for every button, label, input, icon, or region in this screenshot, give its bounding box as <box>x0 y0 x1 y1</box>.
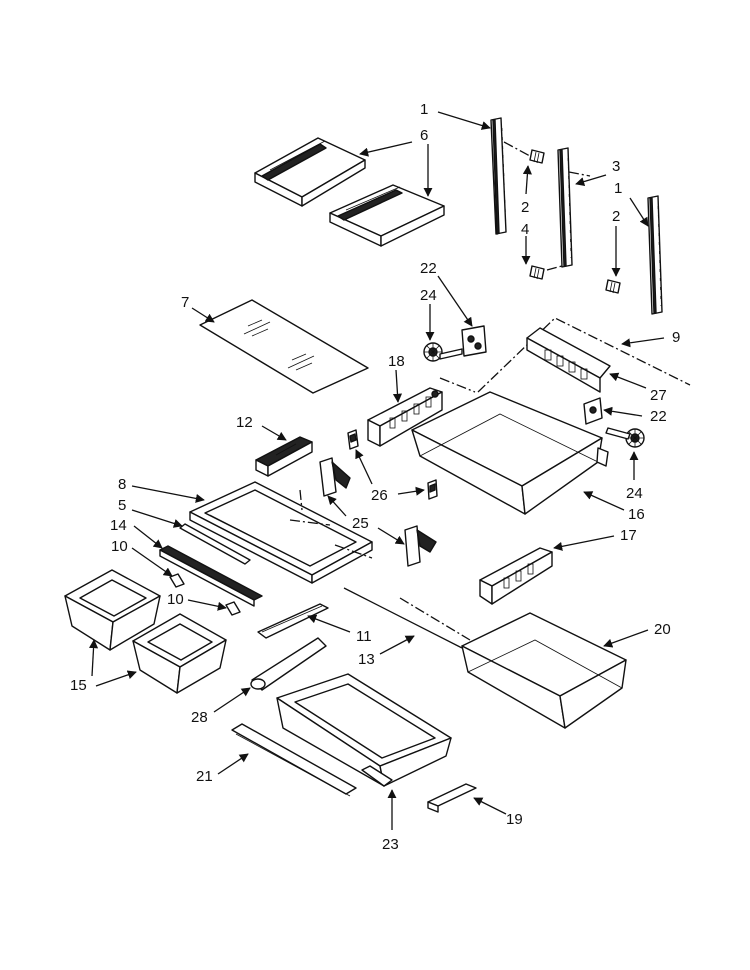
callout-7: 7 <box>181 294 189 311</box>
wire-basket-lower <box>461 612 627 729</box>
callout-23: 23 <box>382 836 399 853</box>
small-bracket <box>427 783 477 813</box>
gear-left <box>423 342 463 362</box>
callout-2-right: 2 <box>612 208 620 225</box>
callout-14: 14 <box>110 517 127 534</box>
callout-15: 15 <box>70 677 87 694</box>
shelf-ladder-middle <box>557 147 573 268</box>
callout-1-top: 1 <box>420 101 428 118</box>
shelf-ladder-left <box>490 117 507 235</box>
callout-labels: 1 6 3 1 2 4 2 22 24 7 18 9 27 22 12 24 2… <box>70 101 680 853</box>
callout-25: 25 <box>352 515 369 532</box>
crisper-pan-left <box>64 569 161 651</box>
screw-mid <box>529 265 545 280</box>
screw-upper <box>529 149 545 164</box>
callout-21: 21 <box>196 768 213 785</box>
wire-basket-upper <box>411 391 609 515</box>
pan-cover-frame <box>189 481 373 584</box>
slide-rod <box>343 587 463 649</box>
shelf-upper <box>254 137 366 207</box>
callout-12: 12 <box>236 414 253 431</box>
clip-upper <box>347 429 359 450</box>
callout-6: 6 <box>420 127 428 144</box>
callout-8: 8 <box>118 476 126 493</box>
leader-lines <box>89 111 665 830</box>
callout-27: 27 <box>650 387 667 404</box>
callout-3: 3 <box>612 158 620 175</box>
clip-lower <box>427 479 438 500</box>
callout-16: 16 <box>628 506 645 523</box>
roller-rail <box>250 637 327 691</box>
callout-28: 28 <box>191 709 208 726</box>
drawer-trim <box>231 723 357 797</box>
front-trim <box>159 545 263 607</box>
callout-1-right: 1 <box>614 180 622 197</box>
callout-18: 18 <box>388 353 405 370</box>
support-upper <box>319 457 351 497</box>
shelf-ladder-right <box>647 195 663 315</box>
callout-4: 4 <box>521 221 529 238</box>
screw-right <box>605 279 621 294</box>
support-lower <box>404 525 437 567</box>
callout-24-right: 24 <box>626 485 643 502</box>
callout-24-left: 24 <box>420 287 437 304</box>
cover-rail <box>255 436 313 477</box>
divider-left <box>367 387 443 447</box>
shelf-lower <box>329 184 445 247</box>
callout-22-right: 22 <box>650 408 667 425</box>
callout-17: 17 <box>620 527 637 544</box>
hinge-right <box>225 601 241 616</box>
callout-22-left: 22 <box>420 260 437 277</box>
callout-2-upper: 2 <box>521 199 529 216</box>
divider-upper <box>526 327 611 393</box>
callout-11: 11 <box>356 628 372 645</box>
bottom-drawer <box>276 673 452 787</box>
callout-13: 13 <box>358 651 375 668</box>
bracket-left <box>461 325 487 357</box>
crisper-pan-right <box>132 613 227 694</box>
bracket-right <box>583 397 603 425</box>
callout-19: 19 <box>506 811 523 828</box>
cover-rail-5 <box>179 523 251 565</box>
glass-shelf <box>199 299 369 394</box>
callout-10-left: 10 <box>111 538 128 555</box>
divider-lower <box>479 547 553 605</box>
callout-5: 5 <box>118 497 126 514</box>
callout-10-right: 10 <box>167 591 184 608</box>
shaft-rod <box>439 317 691 393</box>
drawer-slide <box>257 603 329 639</box>
gear-right <box>605 427 645 448</box>
callout-20: 20 <box>654 621 671 638</box>
callout-9: 9 <box>672 329 680 346</box>
hinge-left <box>169 573 185 588</box>
callout-26: 26 <box>371 487 388 504</box>
